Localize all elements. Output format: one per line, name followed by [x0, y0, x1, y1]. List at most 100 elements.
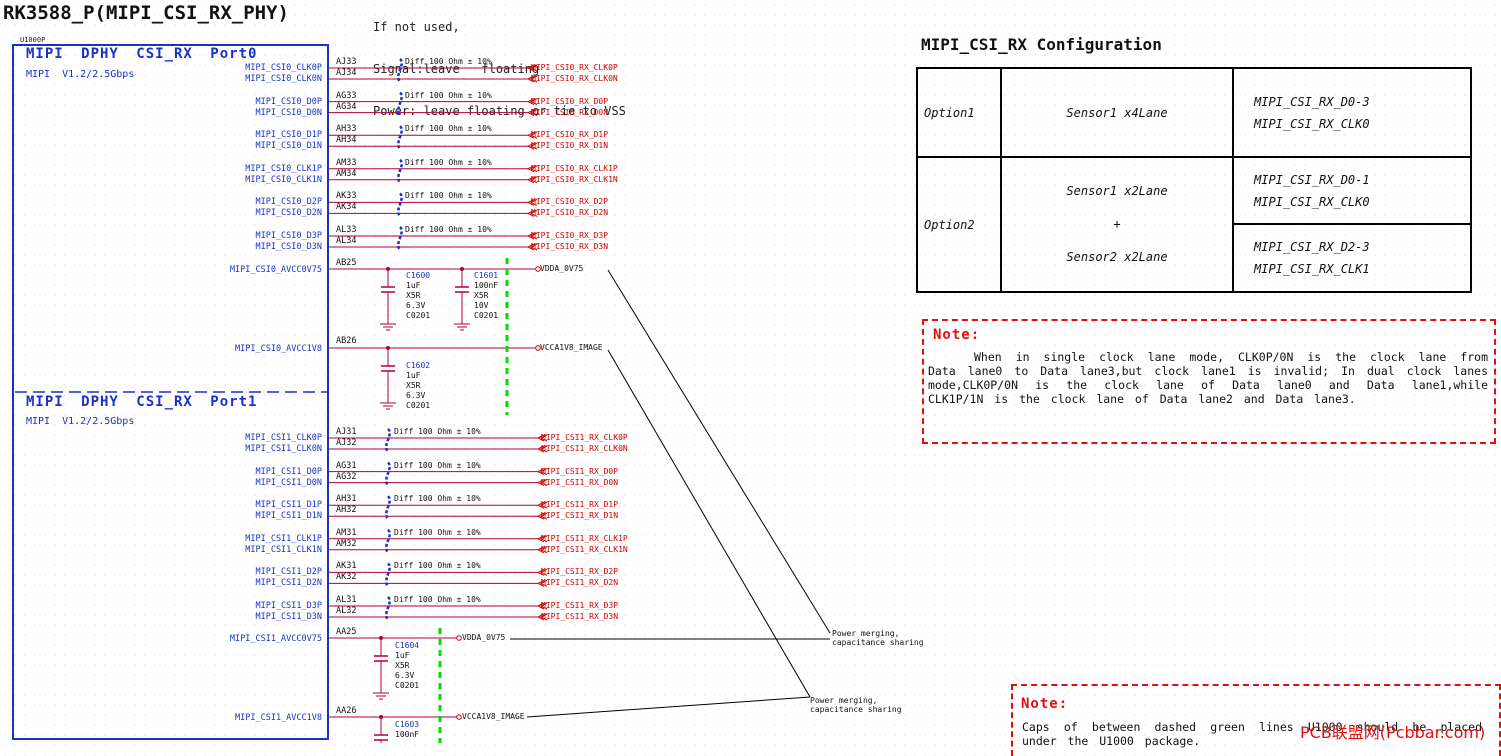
net-label-p: MIPI_CSI0_RX_D3P [531, 231, 609, 240]
net-port-arrow [536, 579, 548, 587]
diff-pair-marker [385, 495, 391, 521]
diff-impedance-label: Diff 100 Ohm ± 10% [405, 157, 492, 167]
power-pin-name: MIPI_CSI0_AVCC0V75 [229, 265, 322, 275]
pin-name-n: MIPI_CSI1_D1N [255, 511, 322, 522]
pin-number-p: AL33 [336, 225, 357, 235]
note-box-clock-lane: Note: When in single clock lane mode, CL… [922, 319, 1496, 444]
pin-number-n: AL34 [336, 236, 357, 246]
option-signals: MIPI_CSI_RX_D0-3 MIPI_CSI_RX_CLK0 [1232, 67, 1472, 158]
pin-name-p: MIPI_CSI1_D2P [255, 567, 322, 578]
net-port-arrow [536, 535, 548, 543]
pin-name-p: MIPI_CSI1_CLK1P [245, 533, 322, 544]
ground-symbol [454, 323, 470, 331]
net-port-arrow [536, 501, 548, 509]
signal-name: MIPI_CSI_RX_CLK0 [1254, 116, 1370, 131]
power-pin-name: MIPI_CSI0_AVCC1V8 [235, 344, 322, 354]
cap-ref: C1601 [474, 271, 499, 280]
note-title: Note: [933, 327, 981, 343]
part-ref: U1000P [20, 36, 46, 44]
cap-dielectric: X5R [474, 291, 489, 300]
diff-impedance-label: Diff 100 Ohm ± 10% [394, 460, 481, 470]
net-label-p: MIPI_CSI1_RX_D1P [541, 500, 619, 510]
capacitor-c1604: C1604 1uF X5R 6.3V C0201 [395, 641, 419, 691]
pin-number-p: AM33 [336, 157, 357, 168]
net-label-n: MIPI_CSI1_RX_D1N [541, 511, 619, 521]
cap-value: 1uF [395, 651, 410, 660]
net-label-n: MIPI_CSI1_RX_CLK1N [541, 544, 628, 554]
net-label-n: MIPI_CSI0_RX_D2N [531, 208, 609, 218]
diff-impedance-label: Diff 100 Ohm ± 10% [394, 427, 481, 436]
cap-value: 100nF [474, 281, 499, 290]
diff-pair-marker [385, 428, 391, 453]
net-port-arrow [536, 602, 548, 610]
sensor-name: Sensor2 x2Lane [1066, 250, 1168, 264]
pin-name-p: MIPI_CSI1_CLK0P [245, 433, 322, 443]
cap-ref: C1602 [406, 361, 431, 370]
net-port-arrow [526, 232, 538, 240]
pin-number-n: AM32 [336, 538, 357, 549]
pin-name-n: MIPI_CSI0_D3N [255, 242, 322, 252]
pin-number-p: AH31 [336, 494, 357, 505]
net-port-arrow [526, 109, 538, 117]
power-port [456, 635, 462, 641]
diff-pair-marker [397, 58, 403, 83]
pin-name-p: MIPI_CSI1_D3P [255, 601, 322, 611]
pin-name-p: MIPI_CSI0_D3P [255, 231, 322, 241]
config-row-option2: Option2 Sensor1 x2Lane + Sensor2 x2Lane … [916, 156, 1472, 293]
watermark: PCB联盟网(Pcbbar.com) [1300, 723, 1486, 742]
net-port-arrow [536, 468, 548, 476]
option-sensors: Sensor1 x2Lane + Sensor2 x2Lane [1000, 156, 1234, 293]
pin-number-n: AM34 [336, 168, 357, 179]
power-pin-name: MIPI_CSI1_AVCC1V8 [235, 713, 322, 723]
pin-number-n: AG32 [336, 471, 357, 482]
net-port-arrow [526, 98, 538, 106]
diff-impedance-label: Diff 100 Ohm ± 10% [394, 494, 481, 504]
pin-name-p: MIPI_CSI0_CLK0P [245, 63, 322, 73]
pin-name-n: MIPI_CSI0_CLK0N [245, 74, 322, 84]
net-label-p: MIPI_CSI1_RX_D0P [541, 466, 619, 476]
signal-name: MIPI_CSI_RX_D0-1 [1254, 172, 1370, 187]
pin-name-p: MIPI_CSI1_D0P [255, 466, 322, 477]
net-port-arrow [526, 176, 538, 184]
net-port-arrow [536, 479, 548, 487]
diff-impedance-label: Diff 100 Ohm ± 10% [405, 124, 492, 134]
cap-package: C0201 [474, 311, 499, 320]
net-label-n: MIPI_CSI0_RX_D0N [531, 107, 609, 117]
power-merge-note: Power merging, capacitance sharing [810, 696, 902, 714]
net-label-p: MIPI_CSI0_RX_D0P [531, 96, 609, 106]
net-port-arrow [526, 142, 538, 150]
power-pin-number: AA26 [336, 706, 357, 716]
header-note-line: Power: leave floating or tie to VSS [373, 104, 626, 118]
option-signals: MIPI_CSI_RX_D2-3 MIPI_CSI_RX_CLK1 [1232, 223, 1472, 293]
ground-symbol [380, 402, 396, 410]
ground-symbol [380, 323, 396, 331]
net-port-arrow [536, 434, 548, 442]
power-net-label: VCCA1V8_IMAGE [540, 343, 603, 352]
diff-impedance-label: Diff 100 Ohm ± 10% [394, 527, 481, 537]
net-port-arrow [526, 243, 538, 251]
net-port-arrow [526, 64, 538, 72]
pin-number-n: AK32 [336, 572, 357, 583]
option-label: Option2 [916, 156, 1002, 293]
config-row-option2b: MIPI_CSI_RX_D2-3 MIPI_CSI_RX_CLK1 [917, 223, 1472, 293]
power-port [535, 266, 541, 272]
power-merge-note: Power merging, capacitance sharing [832, 629, 924, 647]
sensor-name: Sensor1 x2Lane [1066, 184, 1168, 198]
pin-number-n: AH34 [336, 135, 357, 146]
config-row-option1: Option1 Sensor1 x4Lane MIPI_CSI_RX_D0-3 … [916, 67, 1472, 158]
diff-pair-marker [397, 158, 403, 184]
power-merge-line: Power merging, [832, 629, 900, 638]
net-label-p: MIPI_CSI0_RX_D2P [531, 197, 609, 207]
signal-name: MIPI_CSI_RX_D2-3 [1254, 240, 1370, 254]
power-merge-line: capacitance sharing [810, 705, 902, 714]
cap-ref: C1600 [406, 271, 431, 280]
cap-voltage: 6.3V [406, 391, 426, 400]
pin-name-n: MIPI_CSI1_CLK0N [245, 444, 322, 454]
power-net-label: VDDA_0V75 [540, 264, 584, 273]
net-label-n: MIPI_CSI1_RX_D2N [541, 578, 619, 588]
net-port-arrow [536, 613, 548, 621]
pin-number-n: AK34 [336, 202, 357, 213]
diff-pair-marker [397, 226, 403, 251]
pin-number-p: AL31 [336, 595, 357, 605]
signal-name: MIPI_CSI_RX_CLK0 [1254, 194, 1370, 209]
